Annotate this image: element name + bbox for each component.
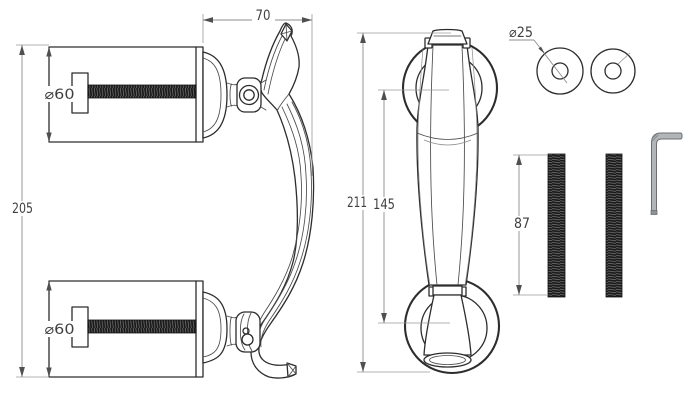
dim-label-70: 70 [256,8,271,24]
dimensions: 70 205 ⌀60 ⌀60 211 [9,8,568,378]
dim-label-211: 211 [347,195,367,211]
dim-label-60-bottom: ⌀60 [45,322,75,338]
allen-key-tip [650,210,658,215]
allen-key [650,132,683,215]
top-stud-thread [87,84,197,99]
hardware-parts [536,47,683,298]
dim-diameter-60-bottom: ⌀60 [44,281,76,377]
threaded-stud-1 [547,153,566,298]
dim-label-60-top: ⌀60 [45,87,75,103]
dim-label-25: ⌀25 [509,25,533,41]
handle-top-tip-facet [280,23,293,42]
grip-bell [423,294,472,368]
top-pivot-knuckle [236,77,267,113]
top-dome [202,51,239,139]
dim-stud-87: 87 [510,154,547,296]
side-view [48,22,315,379]
bottom-pivot-knuckle [235,311,261,353]
dim-label-145: 145 [373,197,395,213]
front-view [401,28,501,375]
rose-washer-back [590,48,636,94]
dim-centers-145: 145 [370,89,450,324]
dim-rose-25: ⌀25 [509,25,568,84]
grip-front [416,44,479,286]
handle-bottom-tip-facet [286,362,297,378]
handle-side-profile [250,22,315,379]
dim-depth-70: 70 [202,8,313,176]
threaded-stud-2 [605,153,623,298]
grip-bottom-collar [428,285,467,297]
dim-height-211: 211 [345,32,451,373]
dim-label-205: 205 [12,201,33,217]
dim-label-87: 87 [514,216,530,232]
bottom-dome [202,291,239,364]
rose-washer-front [536,47,584,95]
dim-diameter-60-top: ⌀60 [44,47,76,142]
dim-height-205: 205 [9,44,49,378]
bottom-stud-thread [87,319,197,334]
